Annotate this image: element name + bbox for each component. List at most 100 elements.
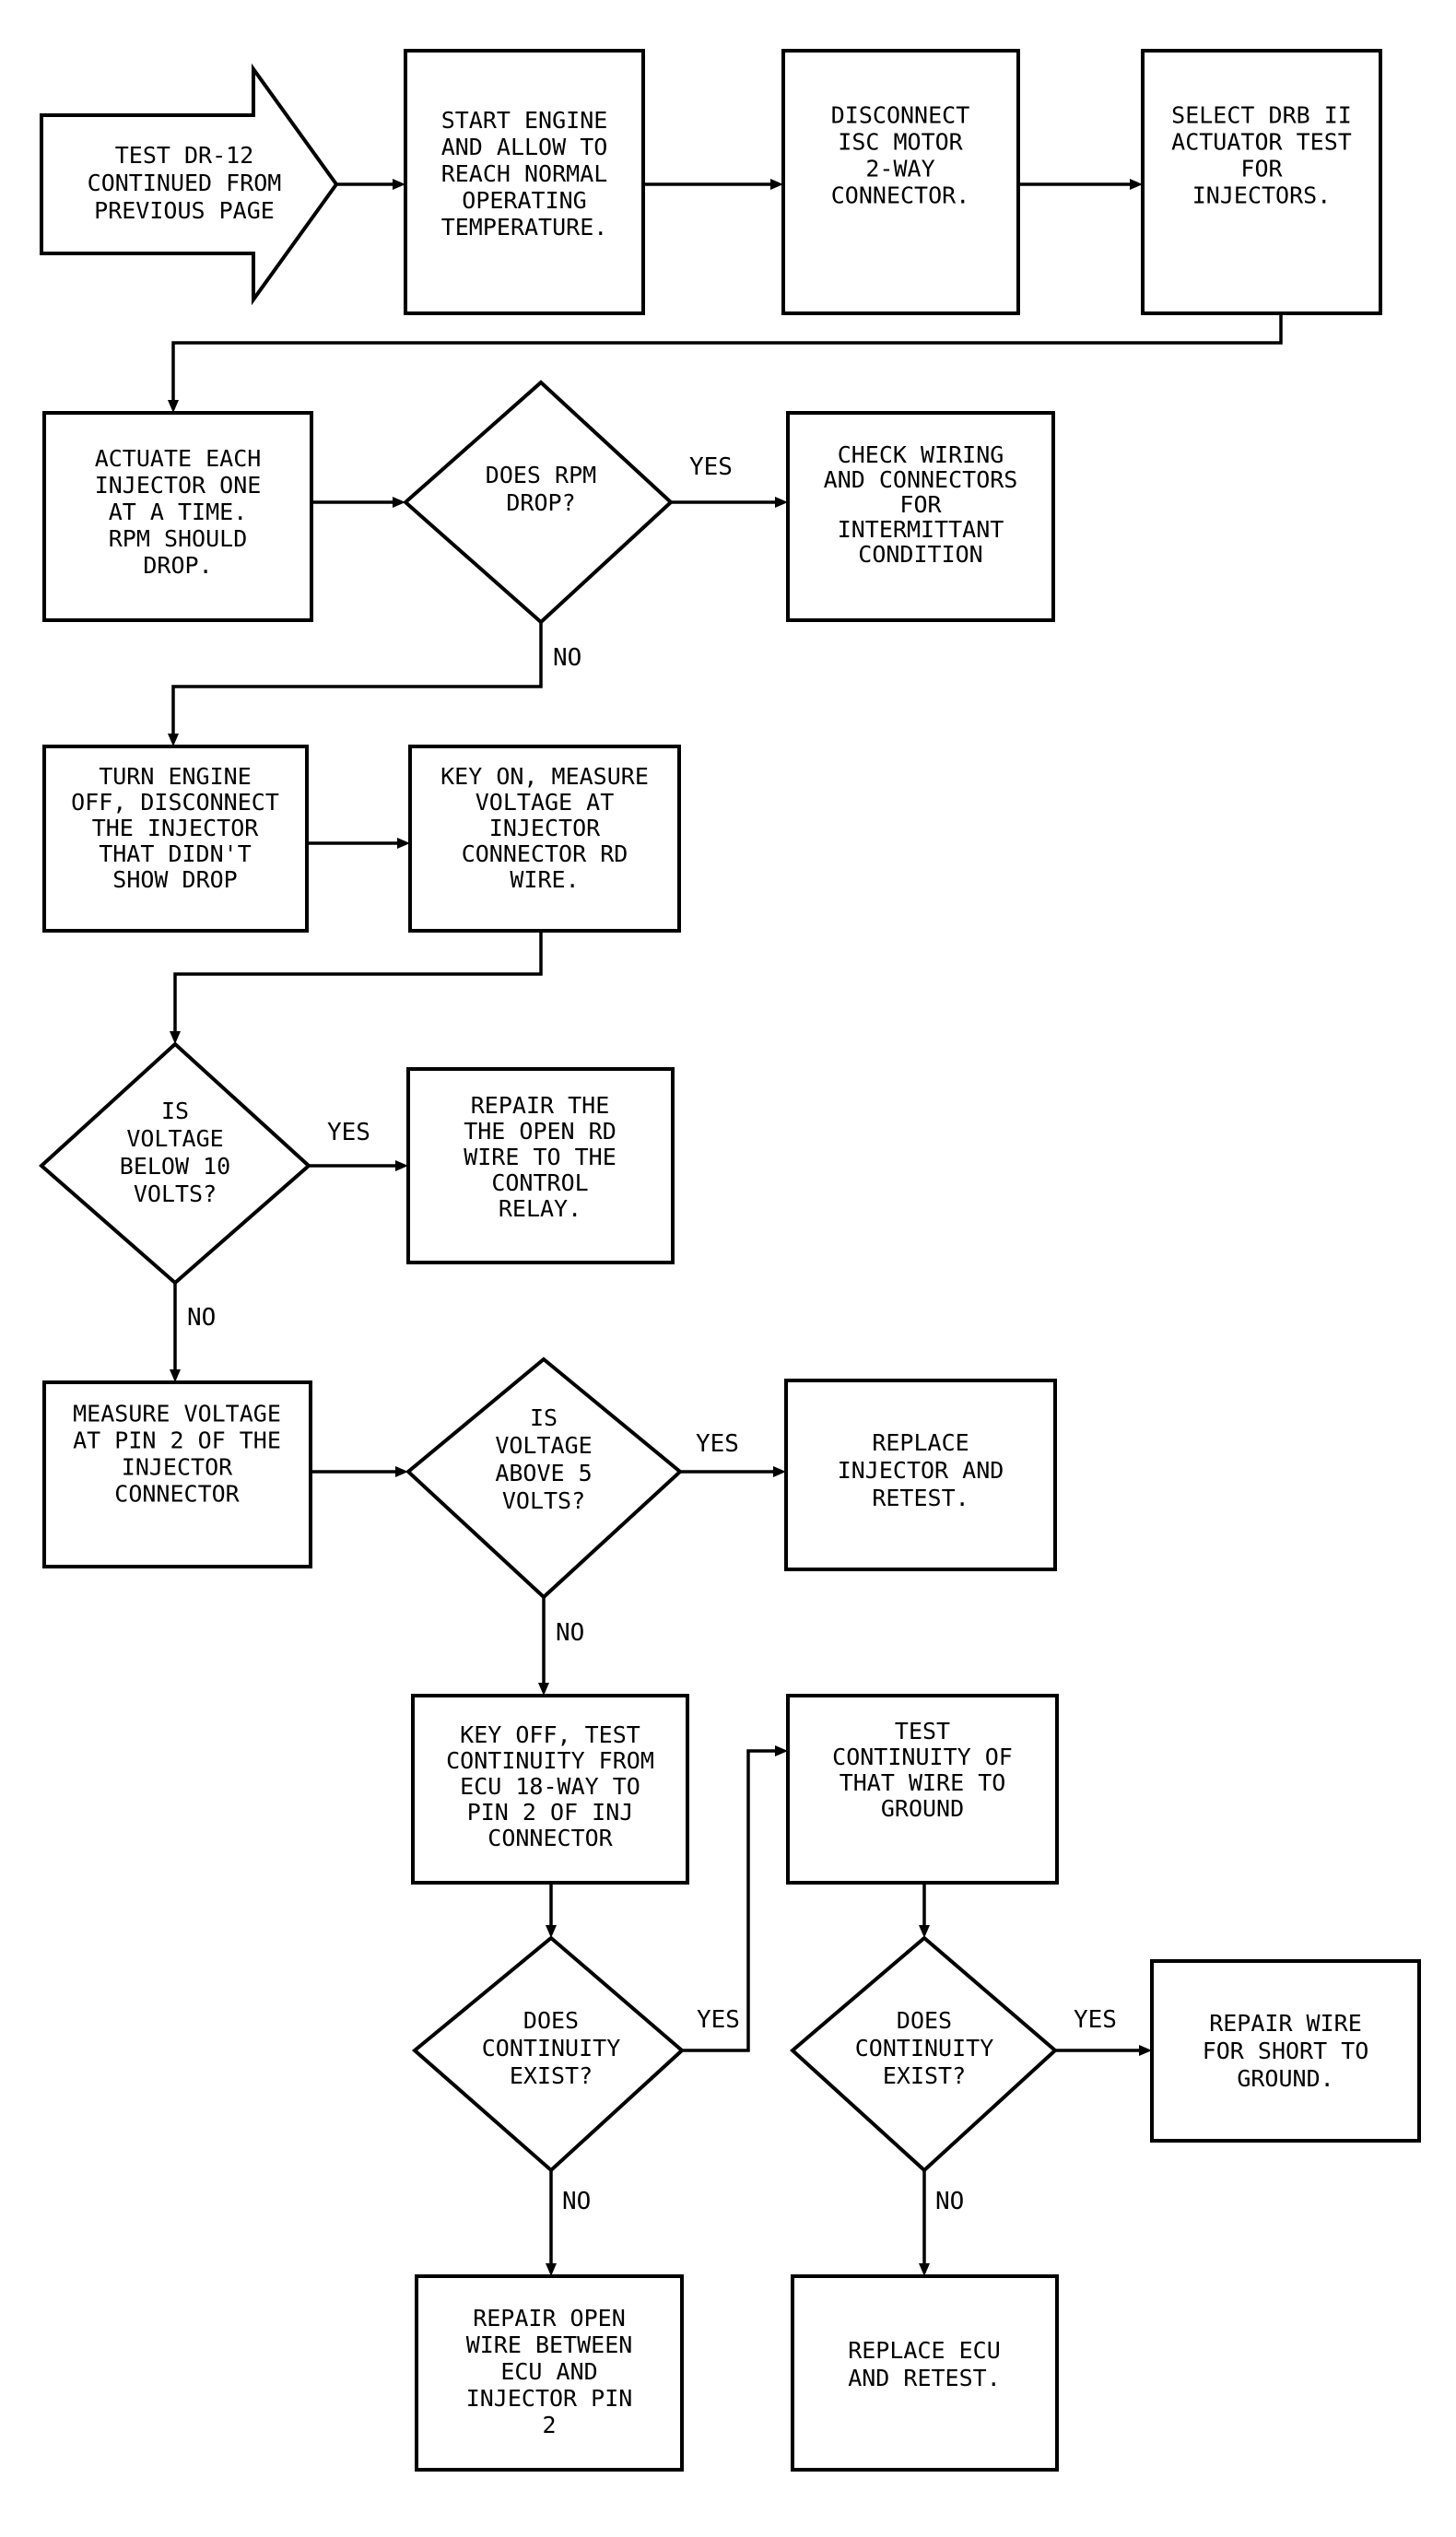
arrowhead: [546, 2263, 557, 2276]
connector-select-to-actuate: [171, 313, 1283, 402]
node-text-line: DOES: [523, 2007, 579, 2034]
no-label-rpm-drop: NO: [553, 644, 581, 672]
node-text-line: AND RETEST.: [848, 2365, 1001, 2391]
node-text-line: IS: [530, 1404, 558, 1431]
repair-rd-wire-box: [406, 1067, 675, 1264]
start-engine-box: [404, 49, 645, 315]
key-off-continuity-box: [411, 1694, 689, 1885]
key-on-measure-box: [408, 745, 681, 933]
node-text-line: DOES: [897, 2007, 952, 2034]
arrowhead: [1139, 2045, 1152, 2056]
start-arrow-shape: [40, 63, 339, 306]
node-text-line: RPM SHOULD: [109, 525, 248, 552]
connector-rpm-drop-no: [171, 622, 543, 735]
node-text-line: REPAIR WIRE: [1209, 2010, 1362, 2037]
node-text-line: CONDITION: [858, 541, 982, 568]
node-text-line: INJECTOR ONE: [95, 472, 262, 499]
node-text-line: TEST: [895, 1718, 950, 1744]
connector-key-on-to-below-10: [173, 931, 543, 1033]
yes-label-continuity-2: YES: [1074, 2006, 1117, 2034]
node-text-line: INJECTOR AND: [838, 1457, 1004, 1484]
arrowhead: [168, 400, 179, 413]
node-text-line: 2: [542, 2412, 556, 2438]
node-text-line: AND ALLOW TO: [441, 134, 608, 160]
node-text-line: IS: [161, 1098, 189, 1124]
arrowhead: [1130, 179, 1143, 190]
node-text-line: SELECT DRB II: [1171, 102, 1352, 129]
node-text-line: CONTINUITY FROM: [446, 1747, 654, 1774]
node-text-line: AT A TIME.: [109, 499, 248, 525]
yes-label-continuity-1: YES: [697, 2006, 740, 2034]
node-text-line: OFF, DISCONNECT: [71, 789, 279, 816]
node-text-line: RETEST.: [872, 1485, 969, 1511]
no-label-continuity-2: NO: [935, 2188, 964, 2215]
arrowhead: [919, 2263, 930, 2276]
no-label-below-10: NO: [187, 1304, 216, 1332]
node-text-line: CONTROL: [491, 1169, 588, 1196]
node-text-line: TEMPERATURE.: [441, 214, 608, 241]
node-text-line: WIRE BETWEEN: [466, 2331, 633, 2358]
node-text-line: INJECTOR PIN: [466, 2385, 633, 2412]
node-text-line: VOLTAGE AT: [476, 789, 615, 816]
node-text-line: ABOVE 5: [495, 1460, 592, 1486]
node-text-line: CHECK WIRING: [838, 441, 1004, 468]
node-text-line: CONTINUITY: [855, 2035, 994, 2061]
node-text-line: KEY ON, MEASURE: [440, 763, 649, 790]
node-text-line: OPERATING: [462, 187, 586, 214]
node-text-line: RELAY.: [499, 1195, 581, 1222]
arrowhead: [168, 734, 179, 746]
no-label-continuity-1: NO: [562, 2188, 591, 2215]
node-text-line: ECU AND: [500, 2358, 597, 2385]
arrowhead: [397, 838, 410, 849]
node-text-line: REPAIR THE: [471, 1092, 610, 1119]
node-text-line: REPAIR OPEN: [473, 2305, 626, 2331]
node-text-line: FOR SHORT TO: [1203, 2038, 1369, 2064]
arrowhead: [546, 1925, 557, 1938]
node-text-line: MEASURE VOLTAGE: [73, 1401, 281, 1427]
arrowhead: [773, 1466, 786, 1477]
node-text-line: ACTUATE EACH: [95, 445, 262, 472]
node-text-line: CONTINUITY OF: [832, 1744, 1013, 1770]
node-text-line: INTERMITTANT: [838, 516, 1004, 543]
replace-ecu-box: [791, 2274, 1059, 2472]
yes-label-above-5: YES: [696, 1430, 739, 1458]
arrowhead: [393, 497, 405, 508]
replace-injector-box: [784, 1379, 1057, 1571]
node-text-line: CONTINUITY: [482, 2035, 621, 2061]
node-text-line: KEY OFF, TEST: [460, 1721, 640, 1748]
arrowhead: [919, 1925, 930, 1938]
node-text-line: THAT WIRE TO: [840, 1769, 1006, 1796]
node-text-line: TURN ENGINE: [99, 763, 252, 790]
node-text-line: PREVIOUS PAGE: [94, 197, 275, 224]
arrowhead: [775, 1745, 788, 1756]
node-text-line: 2-WAY: [865, 156, 934, 182]
test-ground-continuity-box: [786, 1694, 1059, 1885]
node-text-line: FOR: [899, 491, 942, 518]
node-text-line: CONNECTOR: [487, 1825, 613, 1851]
node-text-line: ACTUATOR TEST: [1171, 129, 1352, 156]
repair-short-box: [1150, 1959, 1421, 2143]
node-text-line: INJECTORS.: [1192, 182, 1332, 209]
node-text-line: VOLTAGE: [495, 1432, 592, 1459]
node-text-line: SHOW DROP: [112, 866, 237, 893]
node-text-line: AT PIN 2 OF THE: [73, 1427, 281, 1454]
node-text-line: REPLACE: [872, 1429, 969, 1456]
node-text-line: CONNECTOR.: [831, 182, 970, 209]
node-text-line: DISCONNECT: [831, 102, 970, 129]
node-text-line: CONTINUED FROM: [88, 170, 282, 196]
